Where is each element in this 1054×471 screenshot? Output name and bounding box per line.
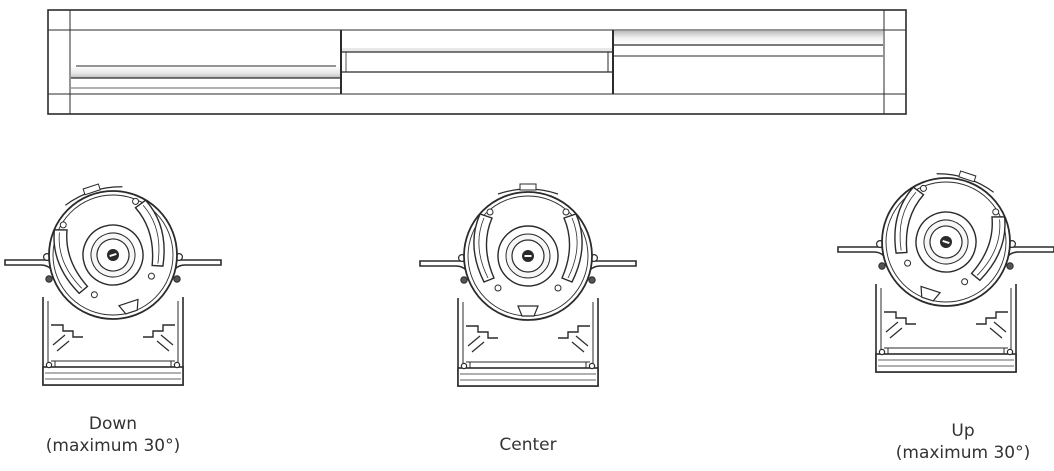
louver-down-front: [71, 65, 340, 89]
label-up: Up (maximum 30°): [878, 420, 1048, 464]
louver-up-front: [614, 31, 883, 57]
label-up-subtitle: (maximum 30°): [895, 443, 1031, 463]
vent-front-view: [47, 9, 907, 115]
label-down: Down (maximum 30°): [28, 413, 198, 457]
label-down-title: Down: [88, 414, 138, 434]
label-down-subtitle: (maximum 30°): [45, 436, 181, 456]
profile-center: [419, 183, 637, 387]
profile-up: [837, 156, 1054, 373]
profile-down: [4, 169, 222, 386]
label-up-title: Up: [951, 421, 975, 441]
louver-center-front: [342, 48, 612, 73]
label-center: Center: [443, 434, 613, 456]
label-center-title: Center: [499, 435, 557, 455]
